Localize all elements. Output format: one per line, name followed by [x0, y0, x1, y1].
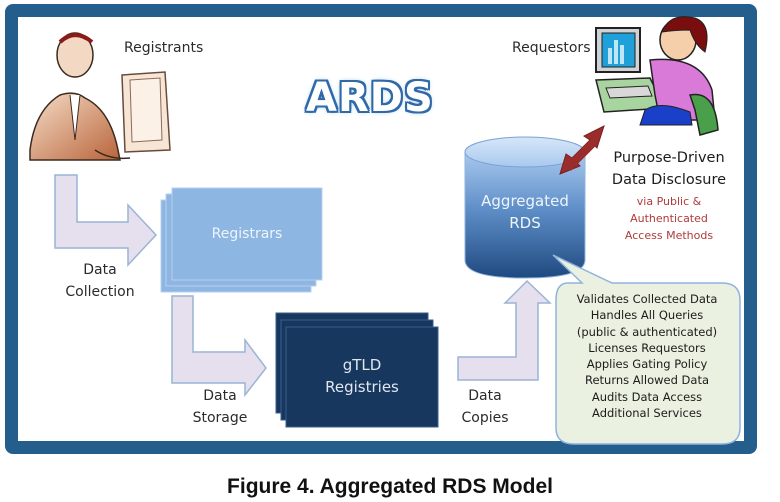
rds-function-item: Applies Gating Policy [586, 357, 708, 372]
disclosure-sub-line1: via Public & [636, 195, 702, 208]
rds-function-item: Audits Data Access [591, 389, 703, 404]
rds-label-line1: Aggregated [481, 192, 569, 210]
data-collection-label-line1: Data [83, 262, 117, 278]
requestors-label: Requestors [512, 40, 591, 56]
rds-function-item: Additional Services [592, 406, 702, 421]
disclosure-sub-line2: Authenticated [630, 212, 708, 225]
rds-function-item: (public & authenticated) [576, 324, 718, 339]
data-collection-arrow [54, 174, 158, 267]
rds-functions-bubble [552, 254, 741, 445]
data-copies-label-line1: Data [468, 388, 502, 404]
registrants-label: Registrants [124, 40, 204, 56]
gtld-registries-label-line2: Registries [325, 378, 399, 396]
rds-function-item: Licenses Requestors [588, 340, 706, 355]
disclosure-title-line1: Purpose-Driven [613, 150, 725, 166]
requestor-illustration-icon [595, 16, 719, 136]
aggregated-rds-cylinder [464, 136, 586, 279]
gtld-registries-label-line1: gTLD [342, 356, 382, 374]
registrars-node [160, 187, 323, 293]
rds-function-item: Validates Collected Data [576, 292, 718, 306]
registrant-illustration-icon [29, 32, 171, 161]
rds-function-item: Handles All Queries [590, 308, 704, 323]
data-copies-arrow [457, 279, 552, 381]
gtld-registries-node [275, 312, 439, 428]
registrars-label: Registrars [211, 226, 283, 242]
data-storage-label-line2: Storage [192, 410, 248, 426]
rds-functions-list: Validates Collected Data Handles All Que… [558, 291, 736, 421]
figure-caption: Figure 4. Aggregated RDS Model [227, 475, 553, 498]
diagram-title: ARDS [306, 75, 434, 121]
data-storage-label-line1: Data [203, 388, 237, 404]
rds-function-item: Returns Allowed Data [585, 373, 709, 388]
data-collection-label-line2: Collection [65, 284, 135, 300]
data-copies-label-line2: Copies [461, 410, 509, 426]
bidirectional-arrow-icon [559, 125, 605, 175]
disclosure-title-line2: Data Disclosure [611, 172, 727, 188]
disclosure-sub-line3: Access Methods [624, 229, 714, 242]
data-storage-arrow [171, 295, 267, 398]
rds-label-line2: RDS [509, 214, 541, 232]
